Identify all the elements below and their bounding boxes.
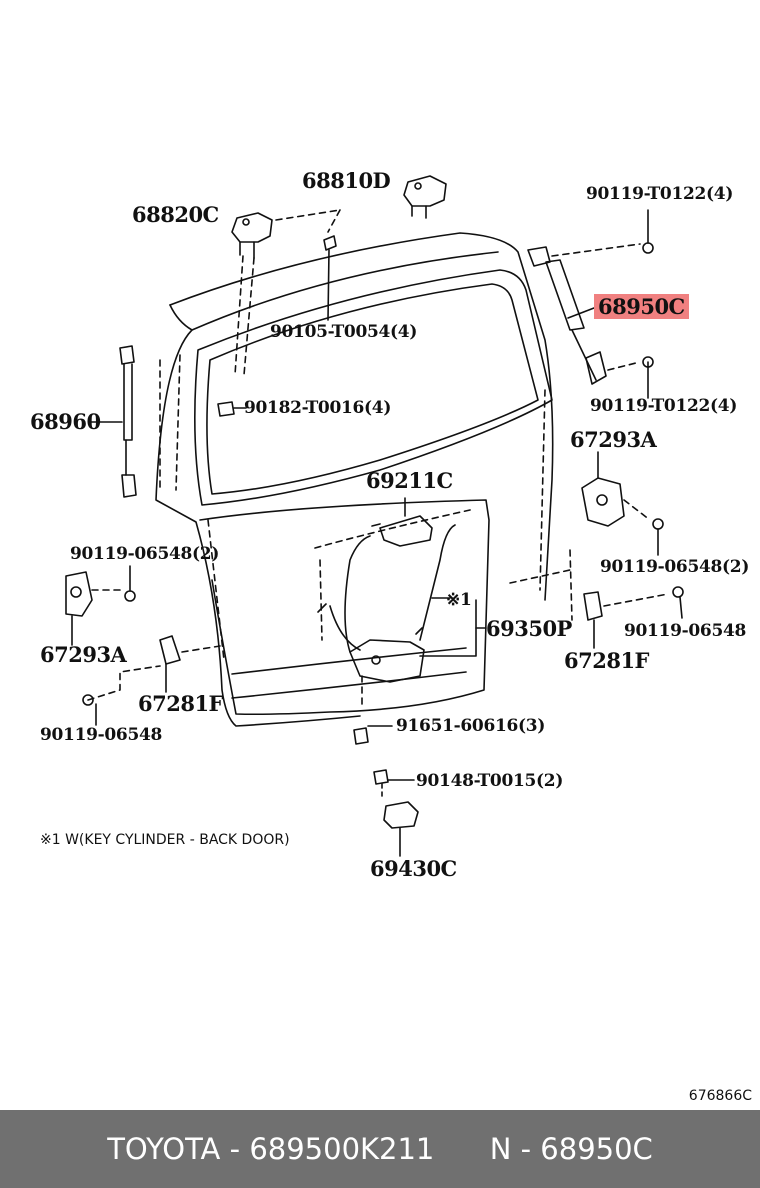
part-label-68950C: 68950C — [594, 294, 689, 319]
screw-91651 — [353, 725, 393, 745]
handle-69211C — [371, 497, 433, 547]
bumper-67281F-left — [82, 635, 221, 726]
part-label-69430C: 69430C — [370, 856, 457, 881]
lock-69350P — [317, 524, 487, 709]
part-label-91651: 91651-60616(3) — [396, 716, 546, 736]
footer-brand: TOYOTA — [107, 1132, 221, 1166]
part-label-90182: 90182-T0016(4) — [244, 398, 392, 418]
part-label-90105: 90105-T0054(4) — [270, 322, 418, 342]
footer-part-number: 689500K211 — [249, 1132, 435, 1166]
bolt-90105 — [323, 235, 337, 321]
damper-68950C — [527, 209, 654, 399]
part-label-67293A-right: 67293A — [570, 427, 657, 452]
bumper-67281F-right — [583, 586, 684, 649]
part-number-footer: TOYOTA - 689500K211 N - 68950C — [0, 1110, 760, 1188]
footer-gap — [434, 1132, 489, 1166]
bumper-67293A-right — [581, 451, 664, 556]
part-label-90119-06548-left: 90119-06548 — [40, 725, 163, 745]
part-label-90148: 90148-T0015(2) — [416, 771, 564, 791]
part-label-90119-06548-right: 90119-06548 — [624, 621, 747, 641]
part-label-68960: 68960 — [30, 409, 101, 434]
clip-90182 — [217, 401, 247, 417]
footer-short-number: N - 68950C — [489, 1132, 653, 1166]
plate-69430C — [373, 769, 419, 857]
part-label-90119-t0122-top: 90119-T0122(4) — [586, 184, 734, 204]
hinge-68820C — [231, 209, 341, 376]
part-label-69350P: 69350P — [486, 616, 572, 641]
part-label-90119-06548-2-left: 90119-06548(2) — [70, 544, 220, 564]
back-door-panel — [155, 232, 573, 727]
bumper-67293A-left — [65, 565, 136, 646]
part-label-90119-t0122-bottom: 90119-T0122(4) — [590, 396, 738, 416]
key-cylinder-mark: ※1 — [446, 590, 472, 610]
part-label-67293A-left: 67293A — [40, 642, 127, 667]
diagram-code: 676866C — [688, 1088, 752, 1104]
key-cylinder-note: ※1 W(KEY CYLINDER - BACK DOOR) — [40, 832, 290, 848]
part-label-68820C: 68820C — [132, 202, 219, 227]
part-label-68810D: 68810D — [302, 168, 391, 193]
part-label-90119-06548-2-right: 90119-06548(2) — [600, 557, 750, 577]
part-label-69211C: 69211C — [366, 468, 453, 493]
damper-68960 — [89, 345, 137, 498]
footer-sep: - — [220, 1132, 250, 1166]
back-door-diagram — [65, 175, 684, 857]
hinge-68810D — [403, 175, 447, 219]
part-label-67281F-left: 67281F — [138, 691, 223, 716]
part-label-67281F-right: 67281F — [564, 648, 649, 673]
